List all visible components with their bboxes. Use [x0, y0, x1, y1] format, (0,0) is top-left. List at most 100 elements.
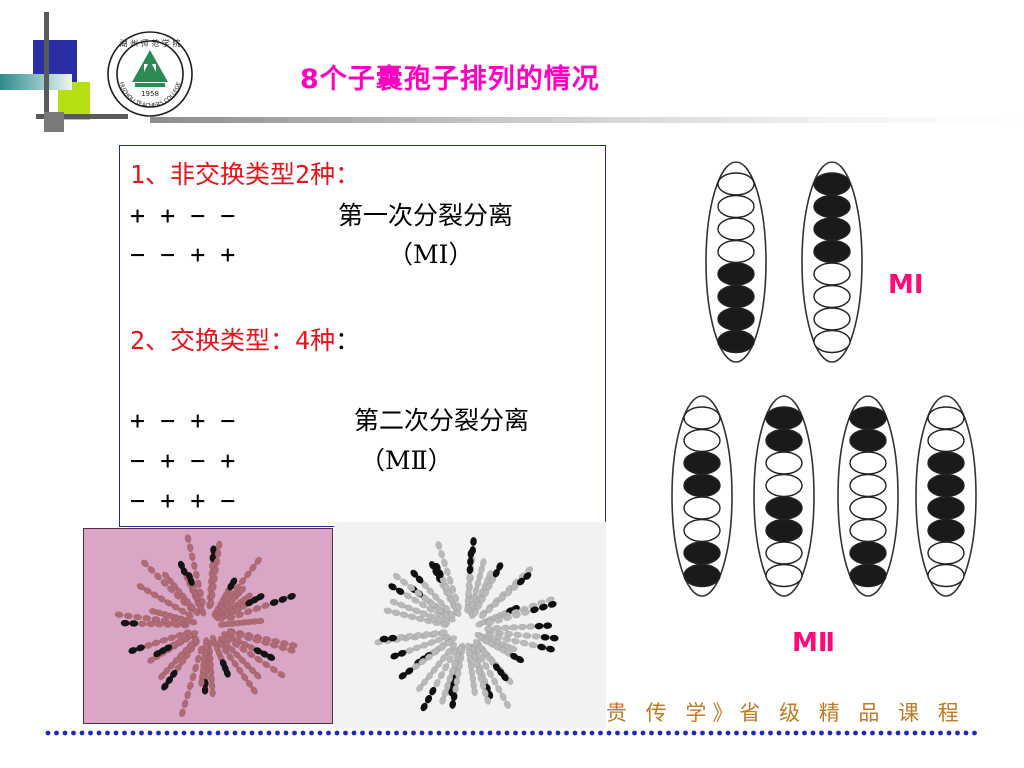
- ascus-chain: [221, 631, 276, 661]
- ascus-chain: [128, 629, 192, 654]
- footer-dot: [785, 730, 790, 736]
- footer-dot: [742, 730, 748, 736]
- footer-dot: [844, 730, 850, 736]
- footer-dot: [674, 730, 680, 736]
- footer-dot: [453, 730, 459, 736]
- ascus-chain: [485, 601, 557, 627]
- spore-light: [849, 451, 887, 475]
- footer-dot: [402, 730, 408, 736]
- spore-dark: [765, 518, 803, 543]
- section2-note: 第二次分裂分离: [354, 406, 530, 435]
- footer-dot: [521, 730, 527, 736]
- footer-dot: [428, 730, 433, 736]
- label-m1: MⅠ: [888, 270, 924, 300]
- footer-dot: [156, 730, 161, 736]
- footer-dot: [734, 730, 739, 736]
- footer-dot: [725, 730, 731, 736]
- ascus-chain: [217, 617, 265, 628]
- footer-dot: [904, 730, 909, 736]
- spore-dark: [849, 406, 887, 430]
- spore-dark: [849, 428, 887, 453]
- footer-dot: [887, 730, 892, 736]
- footer-dot: [351, 730, 357, 736]
- footer-dotted-line: [45, 730, 977, 736]
- spore-dark: [683, 473, 721, 498]
- footer-dot: [173, 730, 178, 736]
- footer-dot: [717, 730, 722, 736]
- spore-light: [683, 406, 721, 430]
- ascus-diagram: MⅠ MⅡ: [640, 150, 980, 658]
- spore-light: [717, 217, 755, 241]
- footer-dot: [436, 730, 442, 736]
- footer-dot: [700, 730, 705, 736]
- footer-dot: [368, 730, 374, 736]
- spore-light: [813, 307, 851, 331]
- spore-dark: [849, 541, 887, 565]
- spore-light: [683, 428, 721, 453]
- footer-dot: [623, 730, 629, 736]
- footer-dot: [912, 730, 918, 736]
- footer-dot: [470, 730, 476, 736]
- college-logo: 湖 州 师 范 学 院 1958 HUZHOU TEACHERS COLLEGE: [107, 31, 193, 117]
- content-box: 1、非交换类型2种： + + − − 第一次分裂分离 − − + + （MⅠ） …: [119, 145, 606, 527]
- ascus-chain: [209, 634, 231, 678]
- section2-heading: 2、交换类型：4种：: [130, 324, 360, 358]
- ascus-m2-1: [671, 395, 733, 597]
- spore-light: [717, 172, 755, 196]
- spore-light: [813, 284, 851, 309]
- footer-dot: [547, 730, 552, 736]
- ascus-chain: [158, 635, 200, 681]
- footer-dot: [130, 730, 136, 736]
- spore-dark: [849, 563, 887, 588]
- spore-light: [813, 329, 851, 354]
- footer-dot: [181, 730, 187, 736]
- footer-dot: [258, 730, 263, 736]
- footer-dot: [751, 730, 756, 736]
- footer-dot: [683, 730, 688, 736]
- ascus-chain: [379, 629, 448, 643]
- ascus-m1-2: [801, 161, 863, 363]
- footer-dot: [802, 730, 807, 736]
- footer-course-text: 贵 传 学》省 级 精 品 课 程: [606, 701, 965, 725]
- footer-dot: [283, 730, 289, 736]
- spore-light: [765, 563, 803, 588]
- footer-dot: [147, 730, 153, 736]
- spore-light: [765, 541, 803, 565]
- spore-dark: [813, 217, 851, 241]
- spore-light: [849, 473, 887, 498]
- section2-row-3: − + + −: [130, 486, 236, 515]
- footer-dot: [946, 730, 952, 736]
- footer-dot: [317, 730, 323, 736]
- ascus-chain: [184, 534, 206, 607]
- footer-dot: [691, 730, 697, 736]
- footer-dot: [309, 730, 314, 736]
- footer-dot: [54, 730, 59, 736]
- svg-text:湖 州 师 范 学 院: 湖 州 师 范 学 院: [120, 38, 181, 48]
- ascus-chain: [207, 540, 223, 609]
- footer-dot: [326, 730, 331, 736]
- footer-dot: [198, 730, 204, 736]
- ascus-chain: [390, 633, 451, 660]
- footer-dot: [164, 730, 170, 736]
- photo-ascus-rosette-stained: [83, 528, 333, 724]
- footer-dot: [853, 730, 858, 736]
- photo-ascus-rosette-bw: [334, 522, 606, 728]
- ascus-chain: [389, 598, 451, 626]
- footer-dot: [581, 730, 586, 736]
- corner-decoration: [0, 12, 128, 132]
- ascus-chain: [471, 562, 504, 617]
- footer-dot: [300, 730, 306, 736]
- footer-dot: [972, 730, 977, 736]
- spore-dark: [765, 406, 803, 430]
- footer-dot: [632, 730, 637, 736]
- section2-row-2: − + − +: [130, 446, 236, 475]
- footer-dot: [538, 730, 544, 736]
- footer-dot: [71, 730, 76, 736]
- footer-dot: [615, 730, 620, 736]
- footer-dot: [708, 730, 714, 736]
- footer-dot: [62, 730, 68, 736]
- spore-light: [765, 473, 803, 498]
- ascus-chain: [420, 646, 459, 712]
- footer-dot: [360, 730, 365, 736]
- footer-dot: [938, 730, 943, 736]
